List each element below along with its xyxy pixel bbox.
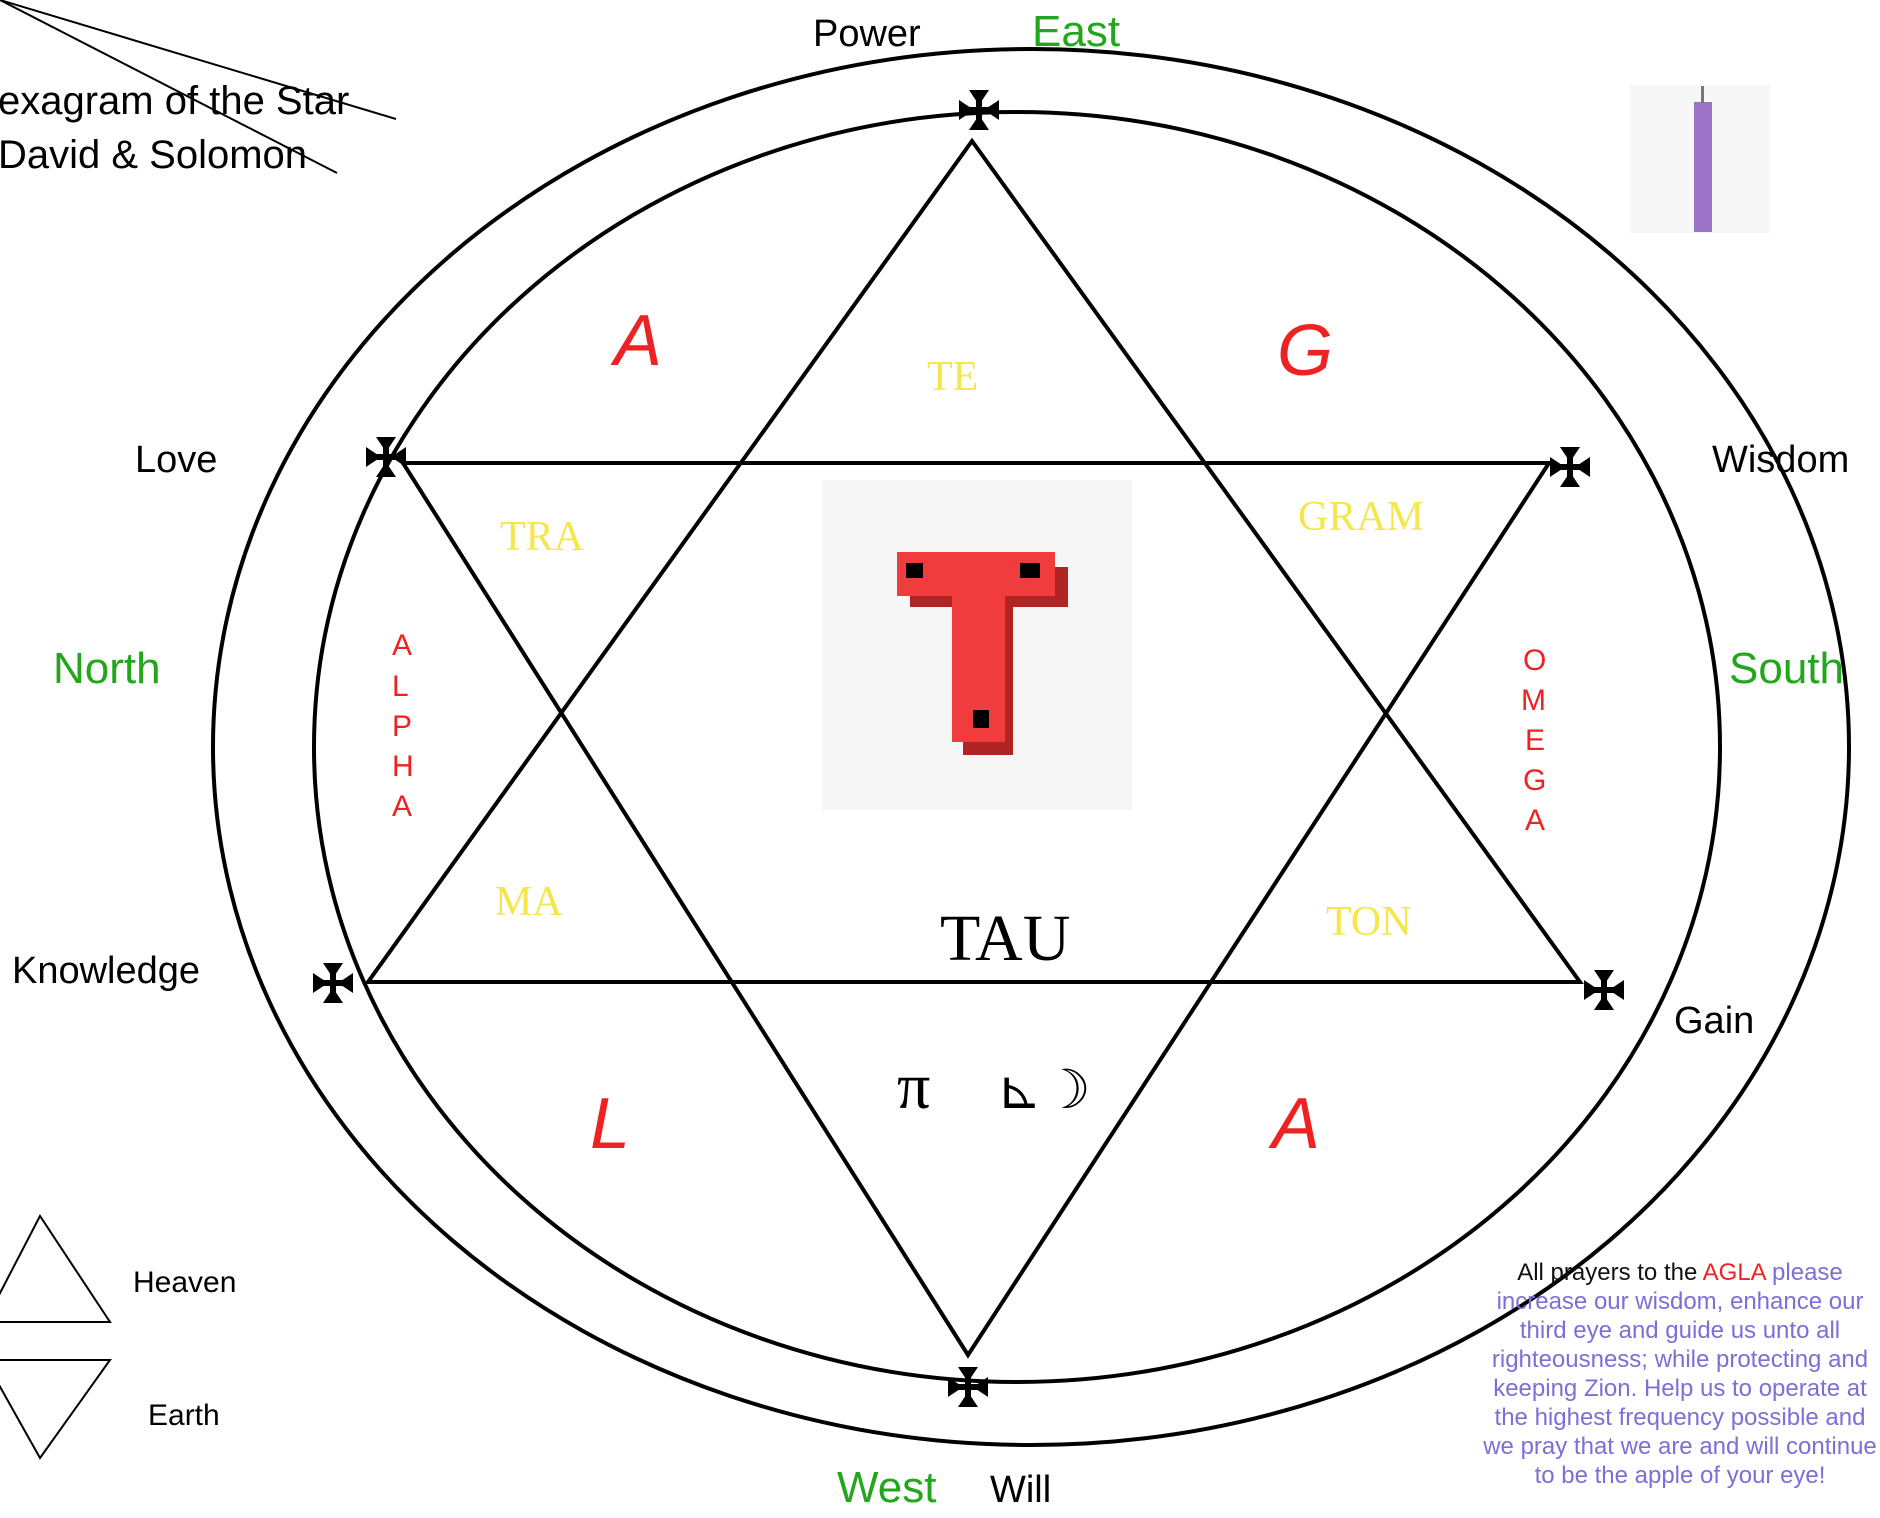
omega-letter: G [1523, 764, 1546, 797]
angle-moon-symbol: ⊾☽ [997, 1060, 1091, 1120]
syllable-gram: GRAM [1298, 494, 1424, 540]
cross-pattee-icon [1550, 447, 1590, 487]
cross-pattee-icon [959, 90, 999, 130]
syllable-ma: MA [495, 879, 563, 925]
label-wisdom: Wisdom [1712, 439, 1849, 481]
tau-block-icon [822, 480, 1132, 810]
agla-letter-l: L [590, 1084, 630, 1164]
prayer-text: All prayers to the AGLA please increase … [1480, 1258, 1880, 1490]
prayer-lead: All prayers to the [1517, 1259, 1697, 1286]
prayer-body: please increase our wisdom, enhance our … [1483, 1259, 1877, 1489]
label-gain: Gain [1674, 1000, 1754, 1042]
direction-north: North [53, 644, 161, 693]
prayer-agla: AGLA [1703, 1259, 1766, 1286]
label-will: Will [990, 1469, 1051, 1511]
label-love: Love [135, 439, 217, 481]
cross-pattee-icon [313, 963, 353, 1003]
label-power: Power [813, 13, 921, 55]
purple-candle-icon [1630, 85, 1770, 233]
syllable-ton: TON [1326, 899, 1412, 945]
alpha-letter: H [392, 750, 414, 783]
agla-letter-a-2: A [1268, 1084, 1320, 1164]
alpha-letter: L [392, 670, 409, 703]
direction-west: West [837, 1463, 936, 1512]
direction-east: East [1032, 7, 1120, 56]
cross-pattee-icon [1584, 970, 1624, 1010]
agla-letter-g: G [1277, 311, 1333, 391]
omega-letter: M [1521, 684, 1546, 717]
legend-heaven: Heaven [133, 1266, 236, 1299]
earth-triangle-icon [0, 1360, 110, 1458]
omega-letter: A [1525, 804, 1545, 837]
alpha-letter: P [392, 710, 412, 743]
omega-letter: E [1525, 724, 1545, 757]
title-line-2: David & Solomon [0, 133, 307, 177]
legend-earth: Earth [148, 1399, 220, 1432]
heaven-triangle-icon [0, 1216, 110, 1322]
title-line-1: exagram of the Star [0, 79, 349, 123]
syllable-tra: TRA [500, 514, 585, 560]
agla-letter-a: A [610, 301, 662, 381]
direction-south: South [1729, 644, 1844, 693]
syllable-te: TE [927, 354, 978, 400]
alpha-letter: A [392, 629, 412, 662]
center-word-tau: TAU [940, 902, 1070, 975]
omega-letter: O [1523, 644, 1546, 677]
label-knowledge: Knowledge [12, 950, 200, 992]
alpha-letter: A [392, 790, 412, 823]
pi-symbol: π [897, 1050, 930, 1123]
cross-pattee-icon [948, 1367, 988, 1407]
